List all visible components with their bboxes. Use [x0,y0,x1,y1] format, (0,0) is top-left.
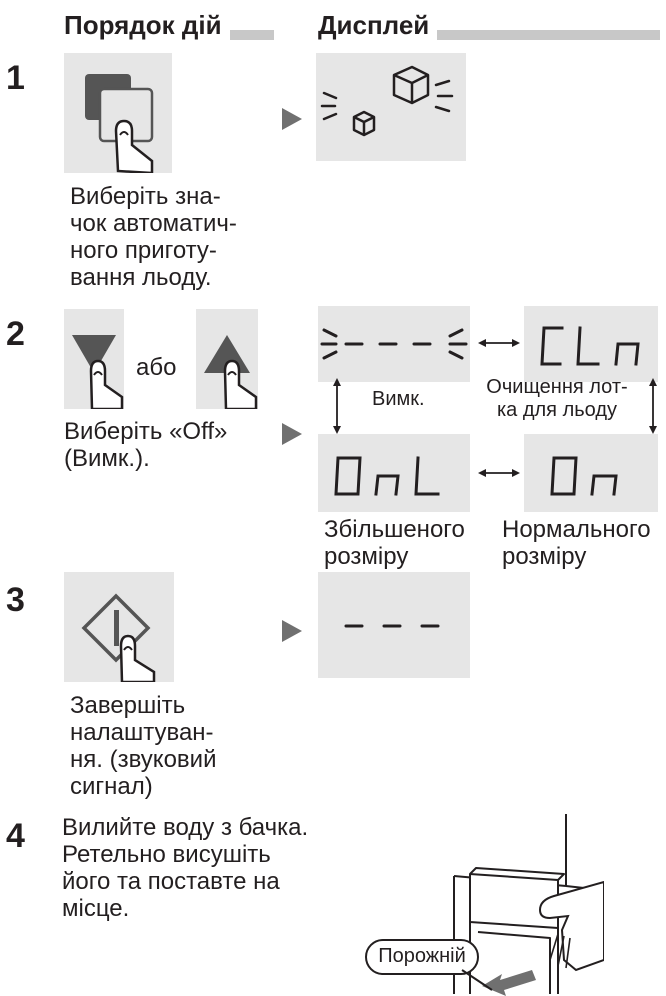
start-diamond-icon [81,593,156,682]
double-arrow-vertical-right [649,378,657,434]
step-3-caption: Завершіть налаштуван- ня. (звуковий сигн… [70,692,216,800]
blinking-dashes-icon [320,328,468,360]
dashes-icon [344,624,440,628]
lcd-off [318,306,470,382]
ice-maker-display [316,53,466,161]
caption-line: ного приготу- [70,237,217,264]
lcd-normal [524,434,658,512]
callout-bubble [365,939,493,991]
label-line: Збільшеного [324,516,465,543]
caption-line: Ретельно висушіть [62,841,271,868]
up-button-tile[interactable] [196,309,258,409]
caption-line: місце. [62,895,130,922]
start-button-tile[interactable] [64,572,174,682]
step-2-caption: Виберіть «Off» (Вимк.). [64,418,227,472]
down-triangle-icon [72,335,124,409]
double-arrow-vertical-left [333,378,341,434]
double-arrow-horizontal-top [478,339,520,347]
caption-line: сигнал) [70,773,153,800]
label-line: ка для льоду [496,399,618,421]
label-line: Нормального [502,516,651,543]
finger-icon [114,119,154,173]
down-button-tile[interactable] [64,309,124,409]
label-line: розміру [324,543,409,570]
caption-line: чок автоматич- [70,210,237,237]
lcd-finished [318,572,470,678]
up-triangle-icon [204,335,258,409]
label-line: розміру [502,543,587,570]
auto-ice-button-tile[interactable] [64,53,172,173]
caption-line: Виберіть «Off» [64,418,228,445]
step-2-number: 2 [6,315,25,353]
label-line: Очищення лот- [486,376,628,398]
step-1-arrow [282,108,302,130]
caption-line: налаштуван- [70,719,214,746]
ice-cubes-icon [320,65,454,137]
lcd-large [318,434,470,512]
off-label: Вимк. [372,388,425,410]
step-3-number: 3 [6,581,25,619]
finger-icon [89,359,124,409]
display-header: Дисплей [318,10,438,40]
empty-callout-label: Порожній [378,945,466,967]
caption-line: Вилийте воду з бачка. [62,814,309,841]
finger-icon [119,634,156,682]
step-4-number: 4 [6,817,25,855]
or-label: або [136,354,177,381]
caption-line: (Вимк.). [64,445,150,472]
seven-segment-cln [540,326,640,366]
caption-line: ня. (звуковий [70,746,217,773]
steps-header: Порядок дій [64,10,230,40]
step-1-number: 1 [6,59,25,97]
normal-size-label: Нормального розміру [502,516,651,570]
lcd-cleaning [524,306,658,382]
double-arrow-horizontal-bottom [478,469,520,477]
seven-segment-onl [334,456,440,496]
water-tank-illustration [453,814,604,996]
large-size-label: Збільшеного розміру [324,516,465,570]
seven-segment-on [550,456,618,496]
step-1-caption: Виберіть зна- чок автоматич- ного пригот… [70,183,237,291]
step-4-caption: Вилийте воду з бачка. Ретельно висушіть … [62,814,308,922]
step-3-arrow [282,620,302,642]
caption-line: його та поставте на [62,868,280,895]
auto-ice-icon [85,74,154,173]
step-2-arrow [282,423,302,445]
cleaning-label: Очищення лот- ка для льоду [484,376,630,422]
display-header-bar [318,30,660,40]
caption-line: Виберіть зна- [70,183,221,210]
caption-line: вання льоду. [70,264,212,291]
caption-line: Завершіть [70,692,186,719]
finger-icon [223,359,258,409]
